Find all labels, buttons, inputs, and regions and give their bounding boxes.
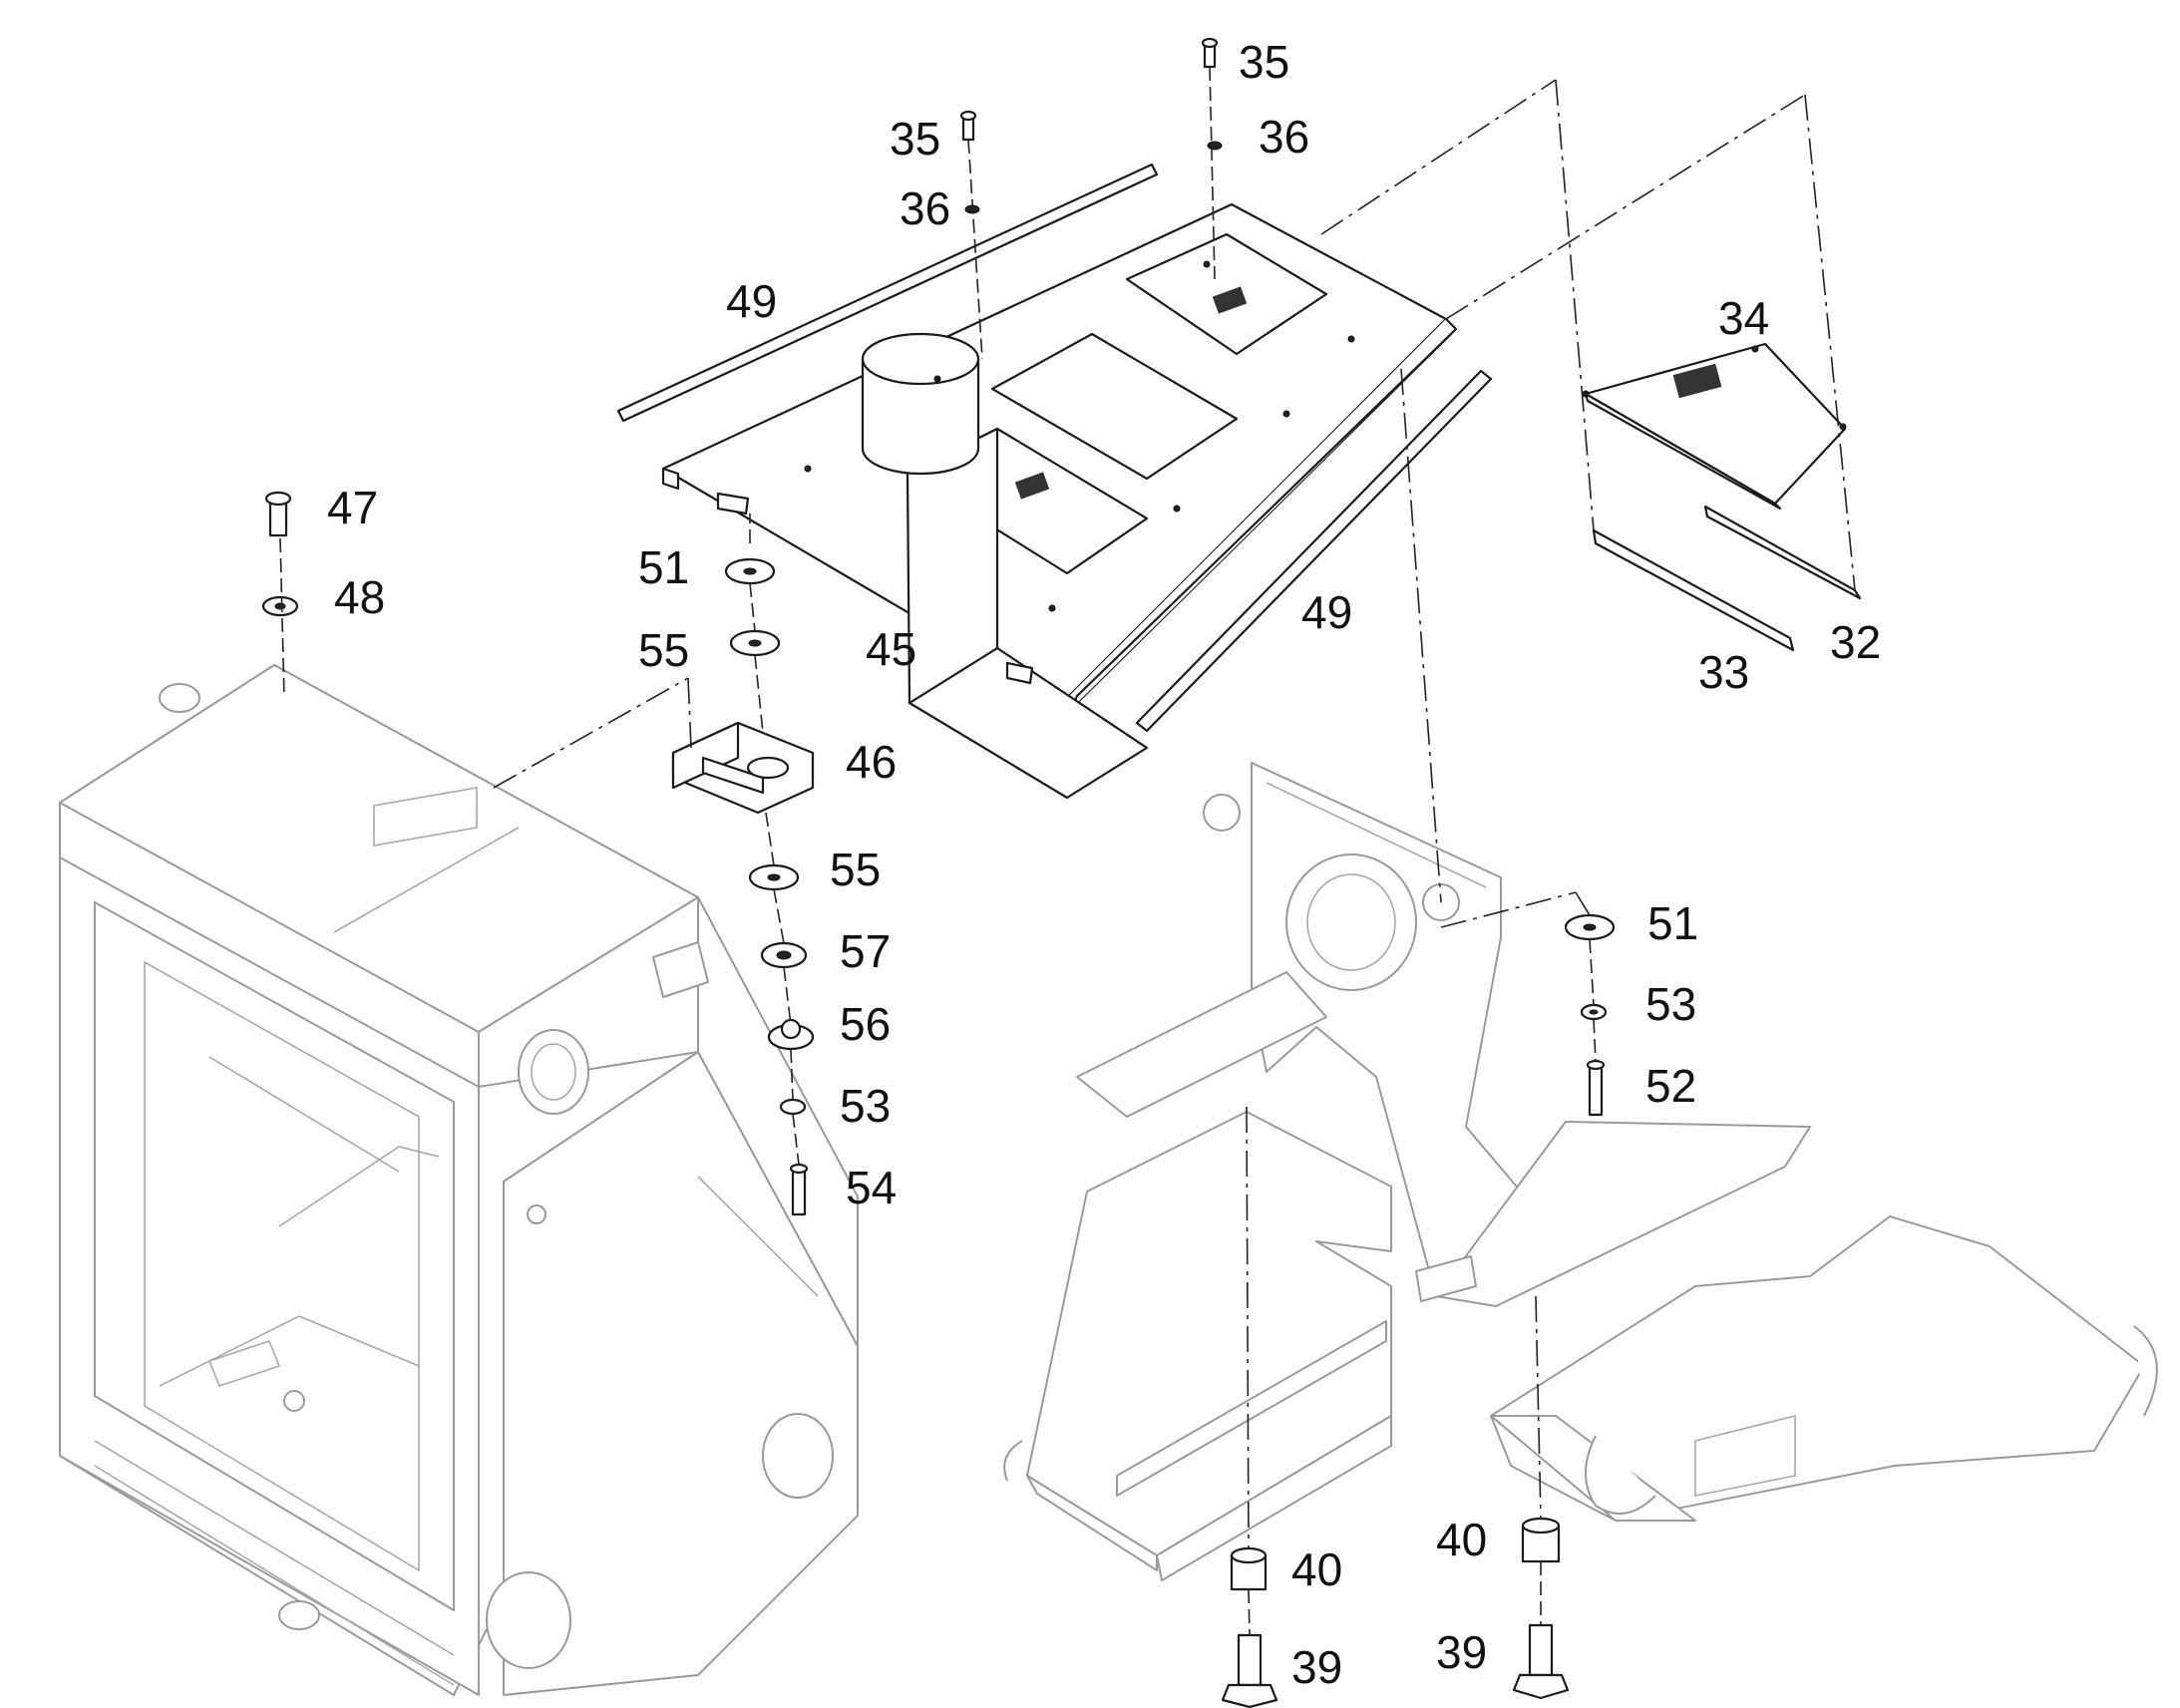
side-rail-left (616, 163, 1159, 423)
leader-lines (279, 66, 1856, 1636)
gasket-strip-long (1592, 528, 1795, 652)
callout-33: 33 (1698, 646, 1749, 698)
callout-39-left: 39 (1291, 1641, 1342, 1693)
top-cover-plate (661, 202, 1458, 800)
callout-39-right: 39 (1436, 1626, 1487, 1678)
callout-40-right: 40 (1436, 1514, 1487, 1565)
callout-48: 48 (334, 571, 385, 623)
callout-53-left: 53 (840, 1080, 891, 1132)
side-rail-right (1135, 369, 1493, 733)
callout-labels: 35 35 36 36 49 49 34 47 48 51 55 45 46 5… (327, 36, 1881, 1693)
callout-45: 45 (866, 623, 916, 675)
callout-36-left: 36 (900, 182, 950, 234)
callout-35-right: 35 (1239, 36, 1289, 88)
mounting-bracket (671, 721, 815, 815)
callout-34: 34 (1718, 292, 1769, 344)
gasket-strip-short (1703, 505, 1862, 600)
callout-35-left: 35 (890, 113, 940, 165)
callout-36-right: 36 (1259, 111, 1309, 163)
callout-40-left: 40 (1291, 1543, 1342, 1595)
callout-51-right: 51 (1647, 897, 1698, 949)
callout-46: 46 (846, 736, 897, 788)
access-cover-panel (1582, 342, 1847, 511)
callout-49-right: 49 (1301, 586, 1352, 638)
left-frame-assembly (59, 664, 859, 1696)
callout-47: 47 (327, 482, 378, 533)
fastener-stack-left (261, 37, 1223, 1216)
callout-32: 32 (1830, 616, 1881, 668)
callout-56: 56 (840, 998, 891, 1050)
callout-55-top: 55 (638, 624, 689, 676)
callout-53-right: 53 (1645, 978, 1696, 1030)
callout-51-left: 51 (638, 541, 689, 593)
callout-52: 52 (1645, 1060, 1696, 1112)
callout-54: 54 (846, 1162, 897, 1213)
callout-57: 57 (840, 925, 891, 977)
right-body-assembly (1003, 762, 2158, 1581)
callout-55-bottom: 55 (830, 844, 881, 895)
callout-49-left: 49 (726, 275, 777, 327)
